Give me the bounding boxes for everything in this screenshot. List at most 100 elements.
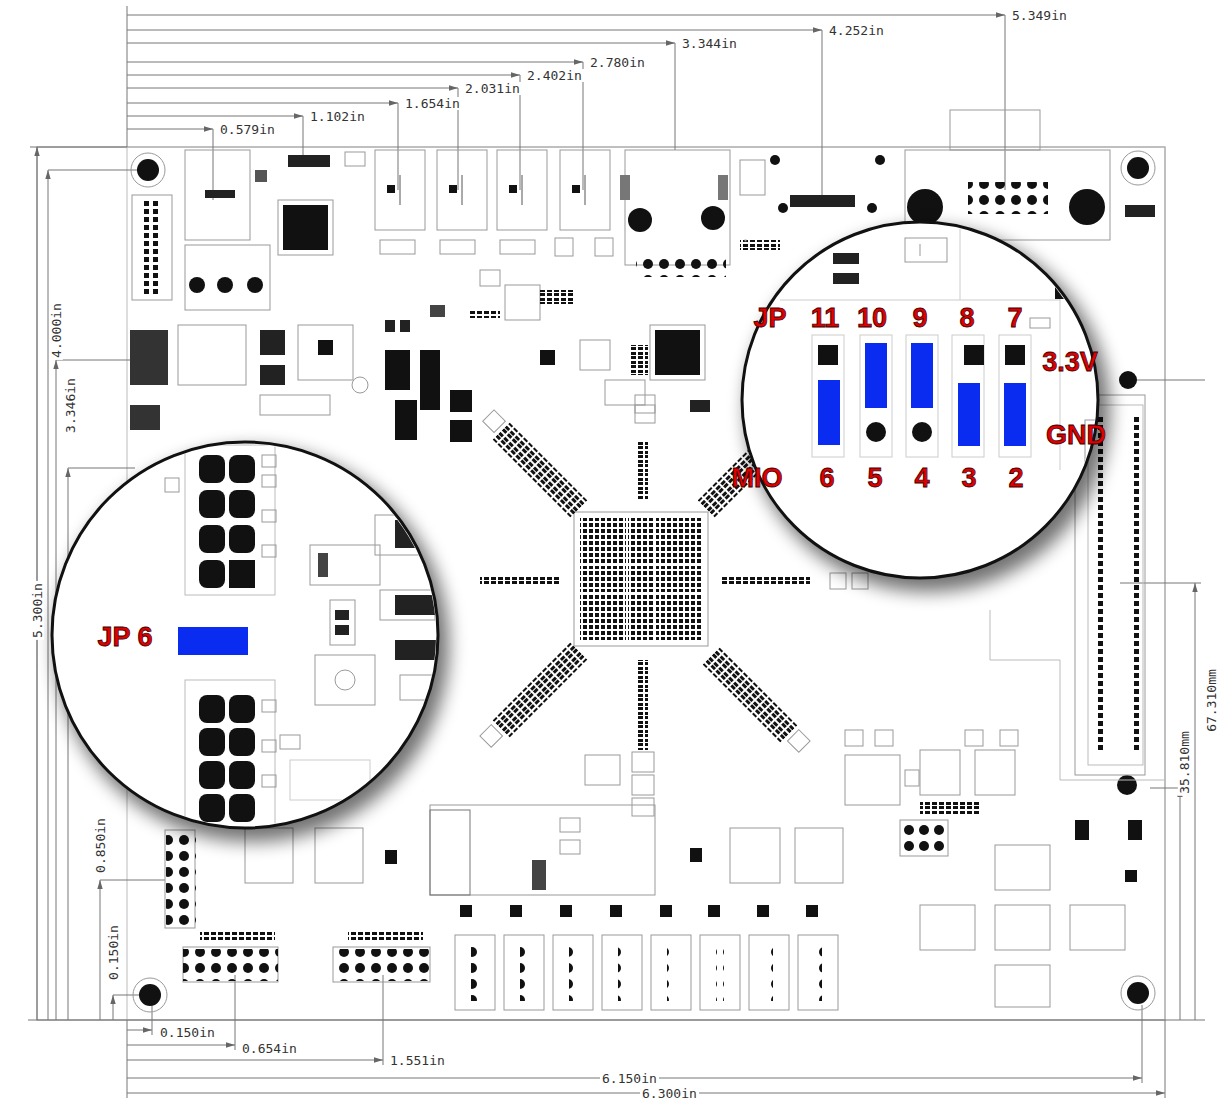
dimension-lines — [1130, 380, 1205, 381]
header-pins — [199, 525, 225, 553]
top-components — [185, 150, 250, 240]
jumper-zoom-art — [742, 222, 1098, 578]
bottom-components — [875, 730, 893, 746]
callout-label: 10 — [857, 305, 887, 332]
bottom-components — [315, 828, 363, 883]
top-components — [620, 175, 630, 200]
top-components — [867, 203, 877, 213]
bottom-components — [660, 905, 672, 917]
top-components — [497, 150, 547, 230]
bottom-components — [716, 945, 724, 1001]
dimension-label: 1.551in — [388, 1054, 447, 1067]
bottom-components — [430, 810, 470, 895]
expansion-header — [1134, 416, 1139, 752]
bottom-components — [183, 947, 278, 982]
dimension-label: 2.402in — [525, 69, 584, 82]
top-components — [555, 238, 573, 256]
dimension-lines — [675, 43, 676, 150]
dimension-lines — [1120, 583, 1201, 584]
bottom-components — [904, 841, 914, 851]
bottom-components — [553, 935, 593, 1010]
top-components — [132, 195, 172, 300]
top-components — [625, 150, 730, 265]
processor — [636, 660, 648, 750]
processor — [636, 440, 648, 500]
bottom-components — [798, 935, 838, 1010]
top-components — [636, 253, 726, 277]
bottom-components — [632, 798, 654, 816]
top-components — [189, 277, 205, 293]
top-components — [437, 150, 487, 230]
bottom-components — [1125, 870, 1137, 882]
zoomed-board — [290, 760, 370, 800]
dimension-lines — [68, 468, 69, 1020]
top-components — [790, 195, 855, 207]
dimension-lines — [127, 88, 458, 89]
processor — [703, 648, 798, 743]
jumper-shunts — [865, 343, 887, 408]
mounting-holes — [133, 978, 167, 1012]
dimension-lines — [213, 129, 214, 200]
callout-label: JP 6 — [97, 624, 152, 651]
top-components — [500, 240, 535, 254]
zoomed-board — [395, 640, 440, 660]
processor — [703, 648, 812, 757]
bottom-components — [765, 945, 773, 1001]
top-components — [255, 170, 267, 182]
callout-label: 2 — [1008, 465, 1023, 492]
middle-components — [540, 350, 555, 365]
top-components — [278, 200, 333, 255]
zoomed-board — [315, 655, 375, 705]
processor — [493, 423, 588, 518]
top-components — [440, 240, 475, 254]
dimension-lines — [56, 360, 57, 1020]
jumper-shunts — [818, 343, 1026, 446]
dimension-lines — [1142, 1005, 1143, 1083]
callout-label: 6 — [819, 465, 834, 492]
dimension-lines — [1195, 583, 1196, 1020]
dimension-label: 2.780in — [588, 56, 647, 69]
expansion-header — [990, 610, 1165, 780]
dimension-lines — [28, 1020, 1205, 1021]
board-outline — [37, 147, 1165, 1020]
dimension-lines — [1005, 15, 1006, 190]
bottom-components — [904, 825, 914, 835]
zoomed-board — [375, 515, 435, 555]
header-pins — [229, 761, 255, 789]
callout-label: 7 — [1007, 305, 1022, 332]
top-components — [968, 182, 1048, 214]
bottom-components — [333, 949, 430, 981]
header-pins — [229, 490, 255, 518]
bottom-components — [560, 840, 580, 854]
zoomed-board — [920, 244, 921, 256]
zoomed-board — [860, 335, 892, 457]
callout-label: 4 — [914, 465, 929, 492]
bottom-components — [200, 932, 275, 940]
jumper-shunt — [178, 627, 248, 655]
dimension-label: 35.810mm — [1178, 729, 1191, 796]
dimension-lines — [127, 103, 398, 104]
mounting-holes — [139, 984, 161, 1006]
mounting-holes — [1127, 982, 1149, 1004]
dimension-lines — [127, 62, 583, 63]
processor — [480, 725, 503, 748]
callout-label: 3 — [961, 465, 976, 492]
bottom-components — [730, 828, 780, 883]
top-components — [345, 152, 365, 166]
top-components — [875, 155, 885, 165]
dimension-lines — [398, 103, 399, 190]
top-components — [595, 238, 613, 256]
zoomed-board — [780, 225, 1125, 590]
top-components — [185, 245, 270, 310]
middle-components — [605, 380, 645, 405]
dimension-lines — [100, 880, 101, 1020]
dimension-label: 1.102in — [308, 110, 367, 123]
zoomed-board — [999, 335, 1031, 457]
top-components — [1069, 189, 1105, 225]
dimension-lines — [30, 147, 127, 148]
bottom-components — [975, 750, 1015, 795]
bottom-components — [585, 755, 620, 785]
dimension-lines — [127, 30, 822, 31]
zoomed-board — [262, 510, 276, 522]
dimension-lines — [113, 995, 114, 1020]
